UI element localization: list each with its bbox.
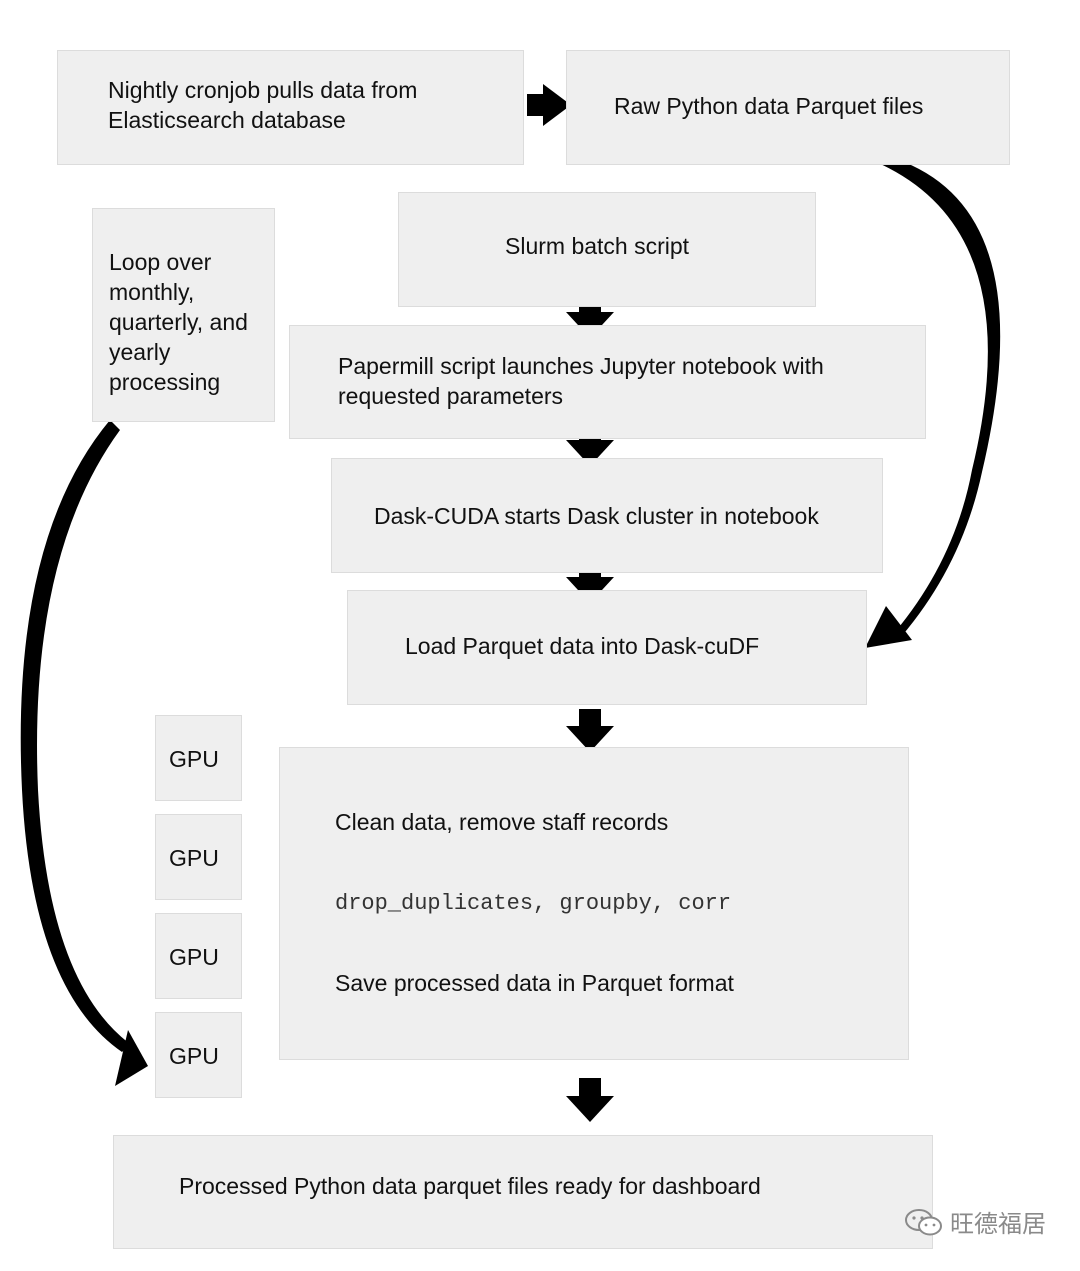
curved-arrow-icon: [20, 420, 148, 1086]
papermill-label: Papermill script launches Jupyter notebo…: [338, 353, 824, 409]
output-box: Processed Python data parquet files read…: [113, 1135, 933, 1249]
arrow-right-icon: [527, 84, 571, 126]
dask-cuda-label: Dask-CUDA starts Dask cluster in noteboo…: [374, 503, 819, 529]
raw-files-label: Raw Python data Parquet files: [614, 93, 924, 119]
watermark-text: 旺德福居: [950, 1210, 1046, 1238]
watermark: 旺德福居: [904, 1204, 1046, 1239]
gpu-label: GPU: [169, 1043, 219, 1069]
gpu-box: GPU: [155, 1012, 242, 1098]
output-label: Processed Python data parquet files read…: [179, 1173, 761, 1199]
slurm-box: Slurm batch script: [398, 192, 816, 307]
gpu-label: GPU: [169, 845, 219, 871]
processing-box: Clean data, remove staff records drop_du…: [279, 747, 909, 1060]
loop-box: Loop over monthly, quarterly, and yearly…: [92, 208, 275, 422]
load-parquet-label: Load Parquet data into Dask-cuDF: [405, 633, 760, 659]
dask-cuda-box: Dask-CUDA starts Dask cluster in noteboo…: [331, 458, 883, 573]
ops-label: drop_duplicates, groupby, corr: [335, 891, 732, 916]
loop-label: Loop over monthly, quarterly, and yearly…: [109, 249, 248, 395]
papermill-box: Papermill script launches Jupyter notebo…: [289, 325, 926, 439]
slurm-label: Slurm batch script: [505, 233, 690, 259]
wechat-icon: [905, 1208, 942, 1235]
cronjob-box: Nightly cronjob pulls data from Elastics…: [57, 50, 524, 165]
arrow-down-icon: [566, 709, 614, 752]
arrow-down-icon: [566, 1078, 614, 1122]
gpu-label: GPU: [169, 746, 219, 772]
gpu-box: GPU: [155, 715, 242, 801]
cronjob-label: Nightly cronjob pulls data from Elastics…: [108, 77, 418, 133]
gpu-label: GPU: [169, 944, 219, 970]
clean-label: Clean data, remove staff records: [335, 809, 669, 835]
raw-files-box: Raw Python data Parquet files: [566, 50, 1010, 165]
save-label: Save processed data in Parquet format: [335, 970, 734, 996]
load-parquet-box: Load Parquet data into Dask-cuDF: [347, 590, 867, 705]
gpu-box: GPU: [155, 814, 242, 900]
gpu-box: GPU: [155, 913, 242, 999]
